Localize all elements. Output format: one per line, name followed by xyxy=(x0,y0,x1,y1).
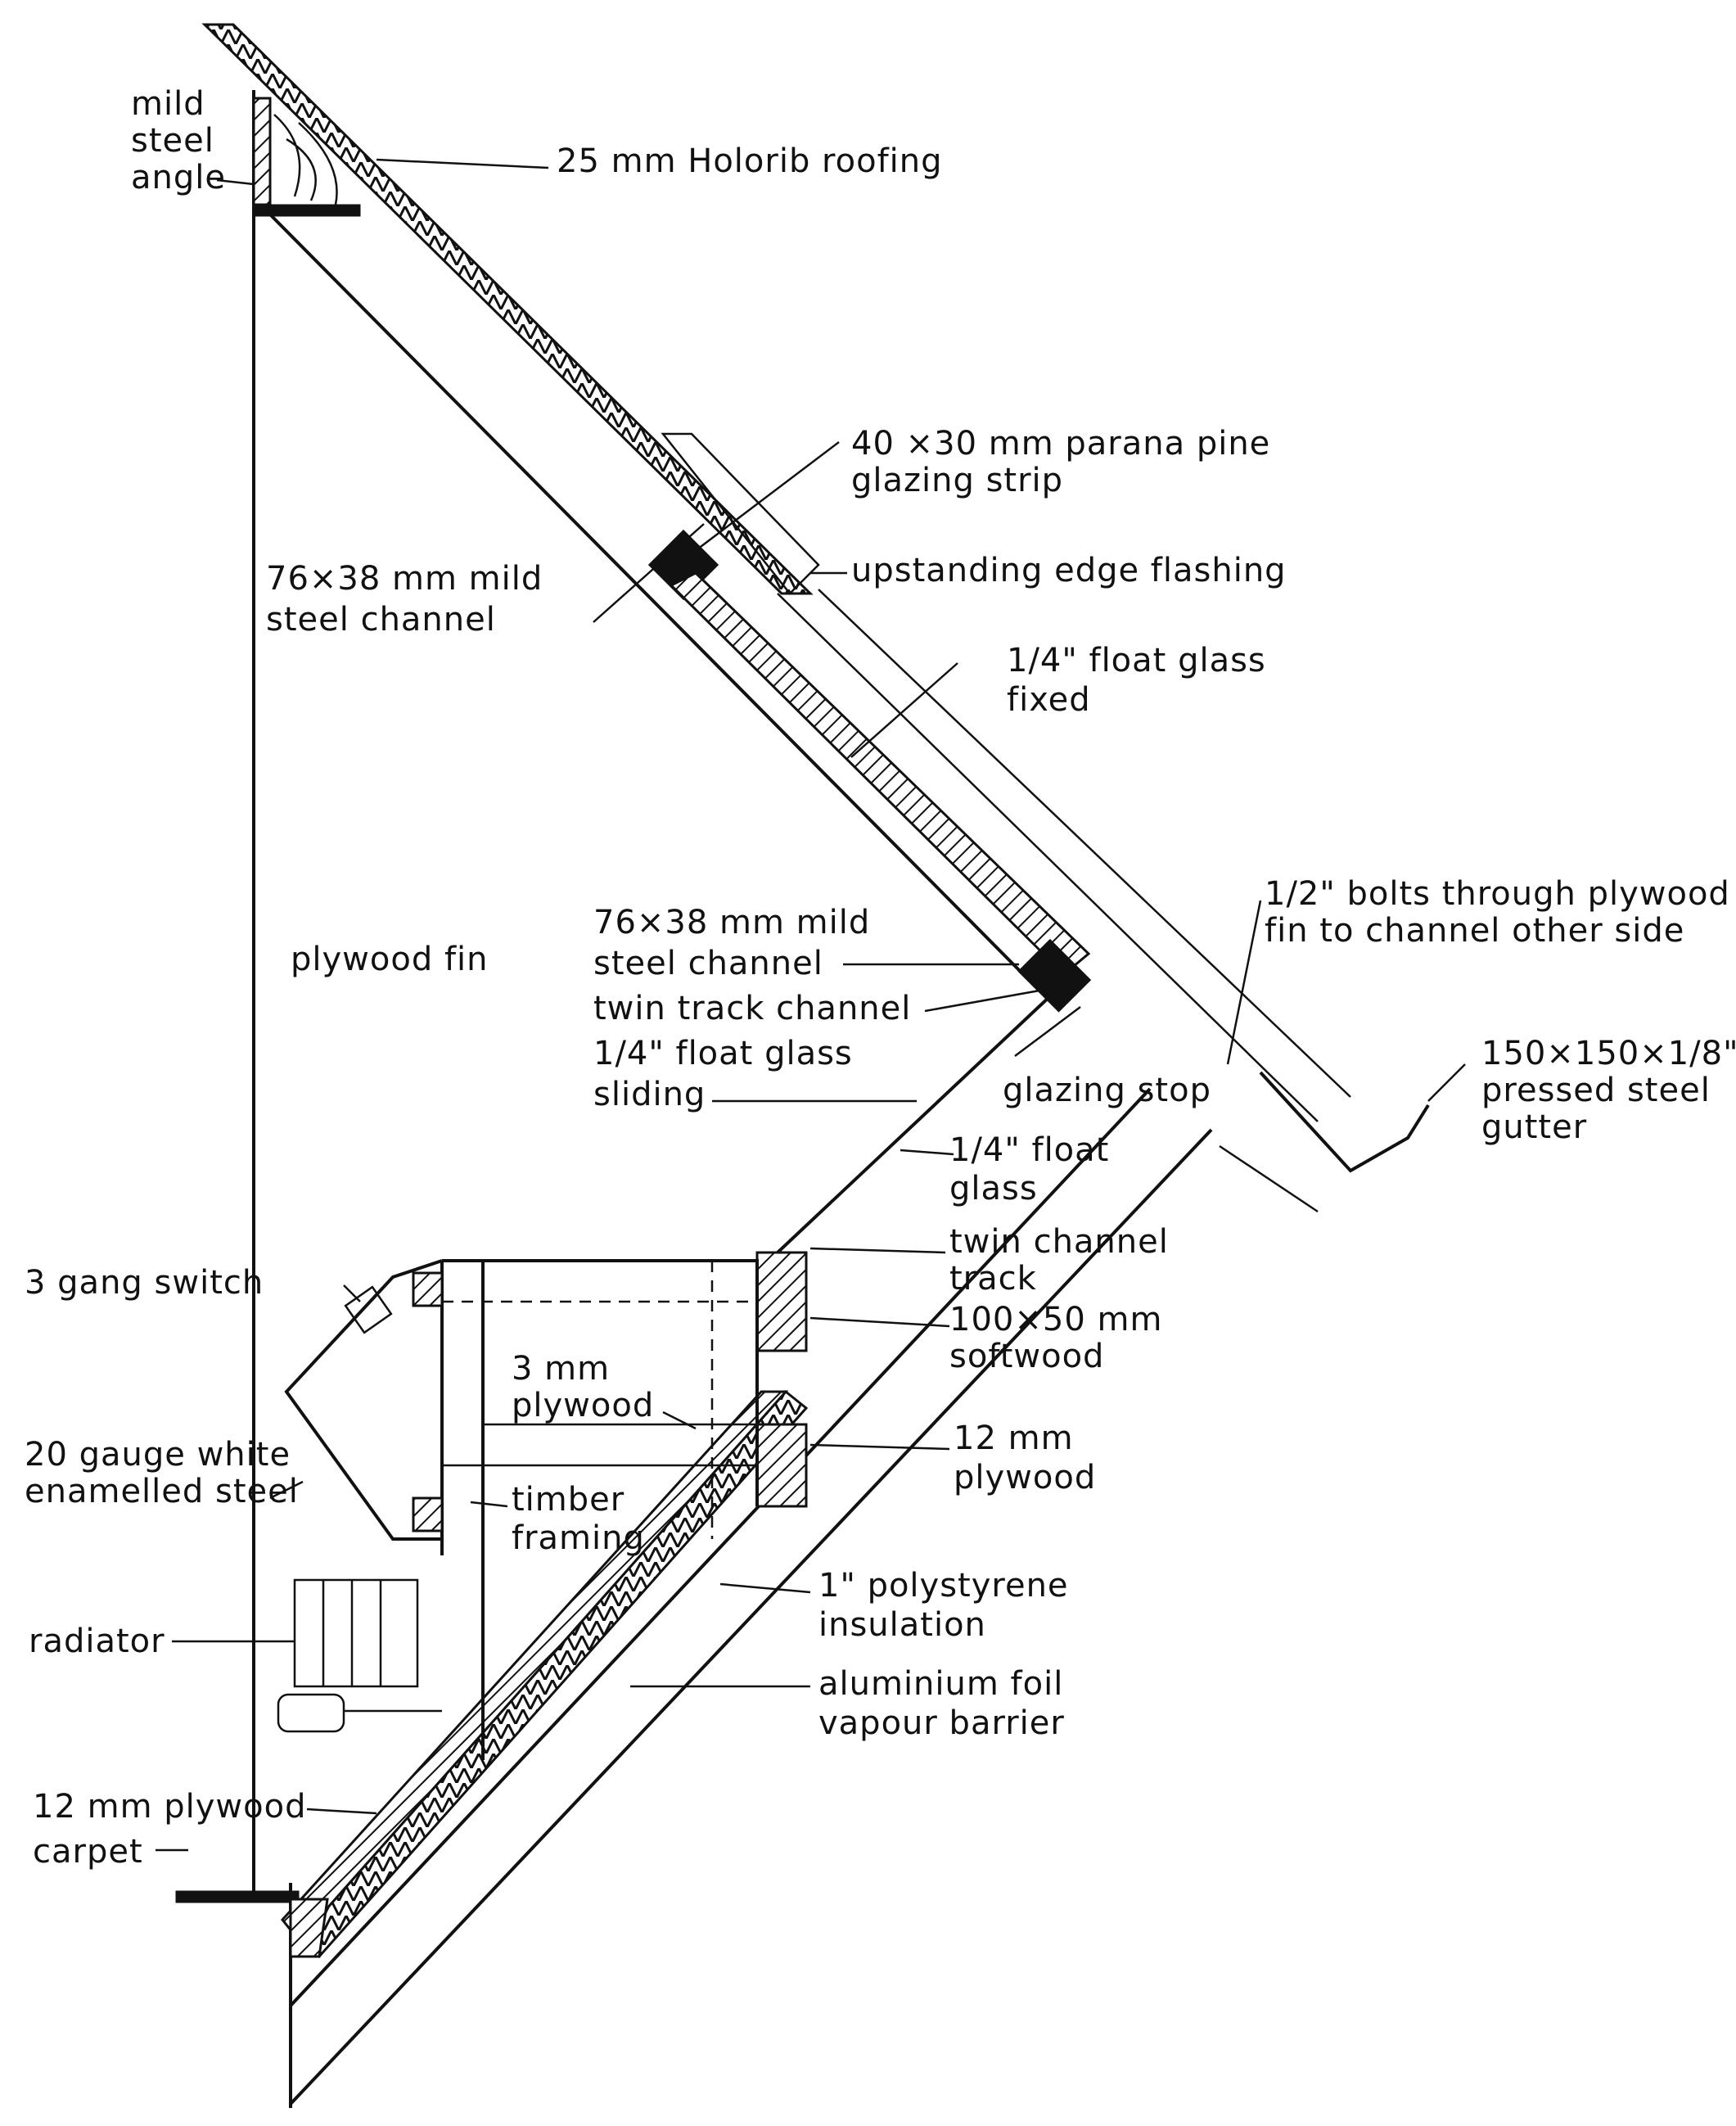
label-line: 76×38 mm mild xyxy=(593,904,870,941)
label-line: enamelled steel xyxy=(25,1473,299,1510)
label-steel-channel-lower: 76×38 mm mild steel channel xyxy=(593,904,870,982)
fixed-glass xyxy=(669,571,1091,977)
label-gang-switch: 3 gang switch xyxy=(25,1264,264,1302)
fixed-glass-outer xyxy=(777,593,1319,1122)
label-line: vapour barrier xyxy=(818,1704,1065,1742)
softwood-block-upper xyxy=(755,1251,808,1352)
label-line: gutter xyxy=(1481,1108,1587,1146)
radiator-valve xyxy=(277,1693,345,1733)
label-timber-framing: timber framing xyxy=(512,1481,645,1557)
label-line: 1/2" bolts through plywood xyxy=(1265,875,1730,913)
label-line: 40 ×30 mm parana pine xyxy=(851,425,1270,463)
softwood-block-lower xyxy=(755,1423,808,1508)
label-line: 1/4" float xyxy=(949,1131,1109,1169)
label-line: sliding xyxy=(593,1076,706,1113)
label-float-glass-sliding: 1/4" float glass sliding xyxy=(593,1035,853,1113)
label-line: angle xyxy=(131,159,226,196)
angle-flange xyxy=(253,204,361,217)
label-bolts: 1/2" bolts through plywood fin to channe… xyxy=(1265,875,1730,950)
label-line: fixed xyxy=(1007,681,1091,719)
leader-lines xyxy=(172,158,1466,1815)
label-carpet: carpet xyxy=(33,1833,143,1871)
label-line: 1/4" float glass xyxy=(1007,642,1266,679)
label-line: 20 gauge white xyxy=(25,1436,291,1474)
label-line: softwood xyxy=(949,1338,1104,1375)
label-gutter: 150×150×1/8" pressed steel gutter xyxy=(1481,1035,1736,1146)
label-line: track xyxy=(949,1260,1037,1298)
label-steel-channel-upper: 76×38 mm mild steel channel xyxy=(266,560,543,639)
sliding-glass xyxy=(776,993,1053,1254)
enamelled-hood xyxy=(284,1259,443,1541)
label-line: 100×50 mm xyxy=(949,1301,1162,1338)
label-holorib-roofing: 25 mm Holorib roofing xyxy=(557,142,943,180)
label-twin-track-channel: twin track channel xyxy=(593,990,911,1027)
hood-block-upper xyxy=(412,1271,444,1307)
label-softwood: 100×50 mm softwood xyxy=(949,1301,1162,1375)
label-line: glazing strip xyxy=(851,462,1063,499)
label-line: glass xyxy=(949,1170,1038,1207)
label-line: steel channel xyxy=(593,945,823,982)
label-line: pressed steel xyxy=(1481,1072,1711,1109)
holorib-roofing xyxy=(201,23,814,595)
label-line: plywood xyxy=(512,1387,654,1424)
floor-corner xyxy=(289,1898,329,1958)
label-foil-barrier: aluminium foil vapour barrier xyxy=(818,1665,1065,1742)
label-line: 12 mm xyxy=(954,1420,1074,1457)
label-line: fin to channel other side xyxy=(1265,912,1684,950)
label-twin-channel-track: twin channel track xyxy=(949,1223,1169,1298)
label-line: framing xyxy=(512,1519,645,1557)
gutter xyxy=(1259,1071,1430,1173)
label-float-glass: 1/4" float glass xyxy=(949,1131,1109,1207)
label-line: steel channel xyxy=(266,601,496,639)
label-line: steel xyxy=(131,122,214,160)
label-edge-flashing: upstanding edge flashing xyxy=(851,552,1287,589)
label-line: mild xyxy=(131,85,205,123)
plywood-lining xyxy=(281,1390,789,1943)
polystyrene-insulation xyxy=(296,1389,809,1959)
label-float-glass-fixed: 1/4" float glass fixed xyxy=(1007,642,1266,719)
outer-slope-2 xyxy=(289,1128,1213,2106)
label-plywood-3mm: 3 mm plywood xyxy=(512,1350,654,1424)
mild-steel-angle xyxy=(252,97,272,206)
radiator-body xyxy=(293,1578,419,1688)
label-radiator: radiator xyxy=(29,1623,165,1660)
label-line: 150×150×1/8" xyxy=(1481,1035,1736,1072)
label-glazing-stop: glazing stop xyxy=(1003,1072,1211,1109)
label-glazing-strip: 40 ×30 mm parana pine glazing strip xyxy=(851,425,1270,499)
label-enamelled-steel: 20 gauge white enamelled steel xyxy=(25,1436,299,1510)
glazing-strip xyxy=(661,432,820,595)
label-polystyrene: 1" polystyrene insulation xyxy=(818,1567,1069,1644)
label-plywood-12mm-left: 12 mm plywood xyxy=(33,1788,306,1826)
label-line: timber xyxy=(512,1481,625,1519)
label-mild-steel-angle: mild steel angle xyxy=(131,85,226,196)
label-plywood-12mm-right: 12 mm plywood xyxy=(954,1420,1096,1496)
label-line: 76×38 mm mild xyxy=(266,560,543,598)
hood-block-lower xyxy=(412,1496,444,1532)
gutter-base xyxy=(1219,1144,1319,1213)
label-line: plywood xyxy=(954,1459,1096,1496)
label-plywood-fin: plywood fin xyxy=(291,941,489,978)
label-line: 3 mm xyxy=(512,1350,610,1388)
switch-box xyxy=(344,1285,393,1334)
label-line: aluminium foil xyxy=(818,1665,1063,1703)
label-line: 1/4" float glass xyxy=(593,1035,853,1072)
outer-slope-1 xyxy=(289,1087,1152,2007)
label-line: 1" polystyrene xyxy=(818,1567,1069,1605)
angle-timber xyxy=(273,114,338,205)
fixed-glass-outer2 xyxy=(818,589,1351,1098)
soffit-line xyxy=(268,213,1025,976)
label-line: twin channel xyxy=(949,1223,1169,1261)
label-line: insulation xyxy=(818,1606,986,1644)
carpet xyxy=(175,1890,300,1903)
